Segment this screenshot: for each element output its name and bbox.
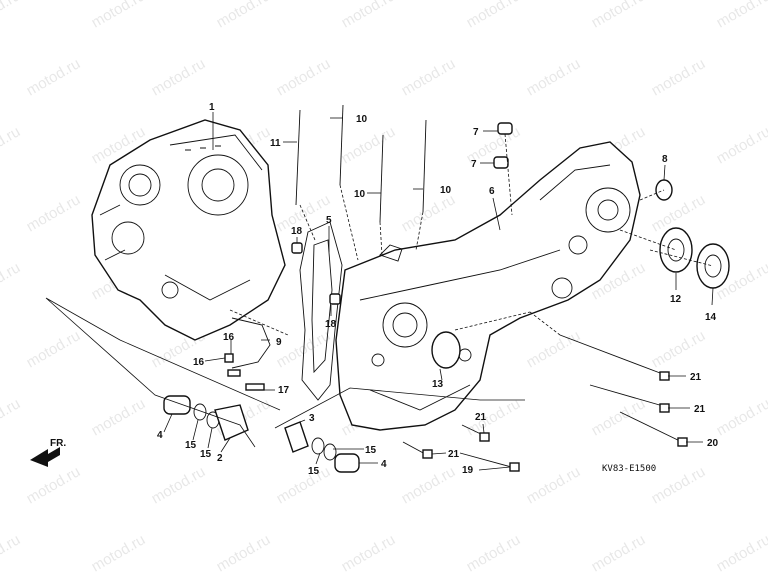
watermark-text: motod.ru [0,395,23,439]
callout-15b: 15 [308,466,320,477]
watermark-text: motod.ru [214,531,274,575]
watermark-text: motod.ru [524,55,584,99]
dowel-pins [493,122,513,169]
callouts: 1 11 10 10 10 7 7 6 8 5 18 18 12 14 9 13… [157,102,719,477]
callout-1: 1 [209,102,215,113]
callout-3: 3 [309,413,315,424]
callout-4b: 4 [381,459,387,470]
callout-21a: 21 [690,372,702,383]
watermark-text: motod.ru [649,463,709,507]
dowel-18-top [291,242,303,254]
callout-12: 12 [670,294,682,305]
callout-15a: 15 [365,445,377,456]
callout-18a: 18 [291,226,303,237]
watermark-text: motod.ru [274,463,334,507]
watermark-text: motod.ru [464,0,524,31]
watermark-text: motod.ru [0,259,23,303]
assembly-frame-right [274,387,525,429]
watermark-text: motod.ru [24,327,84,371]
oil-seal [431,331,461,369]
watermark-text: motod.ru [339,123,399,167]
bolt-17 [245,383,265,391]
watermark-text: motod.ru [524,463,584,507]
callout-14: 14 [705,312,717,323]
watermark-text: motod.ru [714,0,768,31]
callout-7a: 7 [473,127,479,138]
gasket [299,221,343,401]
callout-21c: 21 [475,412,487,423]
callout-16b: 16 [193,357,205,368]
watermark-text: motod.ru [649,55,709,99]
callout-7b: 7 [471,159,477,170]
callout-10b: 10 [354,189,366,200]
watermark-text: motod.ru [714,395,768,439]
callout-18b: 18 [325,319,337,330]
watermark-text: motod.ru [24,191,84,235]
callout-2: 2 [217,453,223,464]
watermark-text: motod.ru [399,55,459,99]
callout-13: 13 [432,379,444,390]
callout-9: 9 [276,337,282,348]
callout-19: 19 [462,465,474,476]
callout-20: 20 [707,438,719,449]
left-crankcase [91,119,286,341]
front-direction-arrow: FR. [30,438,66,467]
watermark-text: motod.ru [149,463,209,507]
callout-5: 5 [326,215,332,226]
watermark-text: motod.ru [214,0,274,31]
watermark-text: motod.ru [399,463,459,507]
watermark-text: motod.ru [274,55,334,99]
assembly-frame-left [45,297,281,448]
bolt-16 [224,353,241,377]
watermark-text: motod.ru [24,463,84,507]
watermark-text: motod.ru [589,531,649,575]
callout-16a: 16 [223,332,235,343]
callout-8: 8 [662,154,668,165]
watermark-text: motod.ru [464,531,524,575]
watermark-text: motod.ru [399,191,459,235]
watermark-text: motod.ru [274,327,334,371]
front-label: FR. [50,438,66,449]
watermark-text: motod.ru [589,395,649,439]
watermark-text: motod.ru [339,0,399,31]
drawing-code: KV83-E1500 [602,464,656,474]
fitting-lines [229,133,714,336]
callout-17: 17 [278,385,290,396]
callout-6: 6 [489,186,495,197]
watermark-text: motod.ru [149,55,209,99]
callout-11: 11 [270,138,281,149]
watermark-text: motod.ru [89,531,149,575]
watermark-text: motod.ru [89,0,149,31]
breather-hose [231,317,271,369]
right-crankcase [335,141,641,431]
watermark-text: motod.ru [89,395,149,439]
watermark-text: motod.ru [274,191,334,235]
watermark-text: motod.ru [0,123,23,167]
callout-21b: 21 [694,404,706,415]
callout-21d: 21 [448,449,460,460]
watermark-text: motod.ru [649,327,709,371]
watermark-text: motod.ru [339,531,399,575]
callout-10a: 10 [356,114,368,125]
watermark-text: motod.ru [524,327,584,371]
watermark-text: motod.ru [714,531,768,575]
dowel-18-mid [329,293,341,305]
watermark-text: motod.ru [24,55,84,99]
callout-15d: 15 [200,449,212,460]
watermark-text: motod.ru [464,395,524,439]
watermark-text: motod.ru [589,0,649,31]
watermark-text: motod.ru [714,123,768,167]
callout-4a: 4 [157,430,163,441]
strainer-set-left [163,395,249,441]
callout-15c: 15 [185,440,197,451]
case-bolts [402,334,688,472]
watermark-text: motod.ru [0,0,23,31]
leader-lines [163,112,714,471]
callout-10c: 10 [440,185,452,196]
watermark-text: motod.ru [0,531,23,575]
